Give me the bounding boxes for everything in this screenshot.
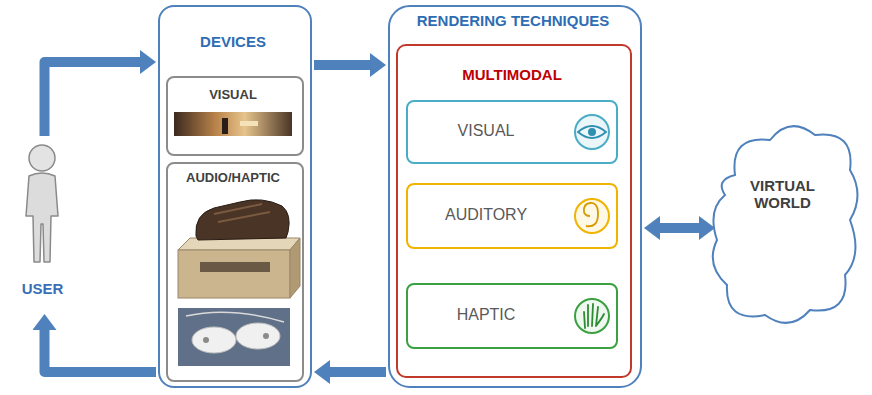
flow-arrow [330, 367, 386, 377]
modality-box: AUDITORY [406, 183, 618, 249]
node-label: AUDIO/HAPTIC [166, 171, 300, 186]
cloud-shape [713, 126, 858, 323]
flow-arrow [314, 60, 370, 70]
hand-icon [575, 299, 609, 333]
node-label: VISUAL [406, 122, 566, 140]
haptic-shoe-photo [178, 200, 300, 298]
display-photo [174, 112, 292, 136]
node-label: AUDITORY [406, 206, 566, 224]
node-label: DEVICES [158, 33, 308, 50]
node-label: RENDERING TECHNIQUES [388, 12, 638, 29]
sensor-sandals-photo [178, 308, 290, 366]
cloud-node: VIRTUAL WORLD [705, 115, 860, 335]
multimodal-group: MULTIMODAL VISUAL AUDITORY HAPTIC [396, 44, 632, 378]
node-label: MULTIMODAL [396, 66, 628, 83]
node-label: HAPTIC [406, 306, 566, 324]
ear-icon [575, 199, 609, 233]
node-label: USER [5, 280, 80, 297]
node-label: VISUAL [166, 88, 300, 103]
modality-box: HAPTIC [406, 283, 618, 349]
eye-icon [575, 115, 609, 149]
modality-box: VISUAL [406, 100, 618, 164]
user-node: USER [5, 140, 84, 310]
flow-arrow [660, 223, 699, 233]
node-label: VIRTUAL WORLD [725, 177, 840, 212]
cloud-outline [705, 115, 860, 335]
device-group: VISUAL [166, 76, 304, 156]
flow-arrow [45, 62, 141, 136]
device-group: AUDIO/HAPTIC [166, 162, 304, 382]
user-figure [26, 145, 58, 262]
flow-arrow [45, 330, 157, 372]
device-panel: DEVICES VISUAL AUDIO/HAPTIC [158, 5, 312, 388]
rendering-panel: RENDERING TECHNIQUES MULTIMODAL VISUAL AUDI… [388, 5, 642, 388]
